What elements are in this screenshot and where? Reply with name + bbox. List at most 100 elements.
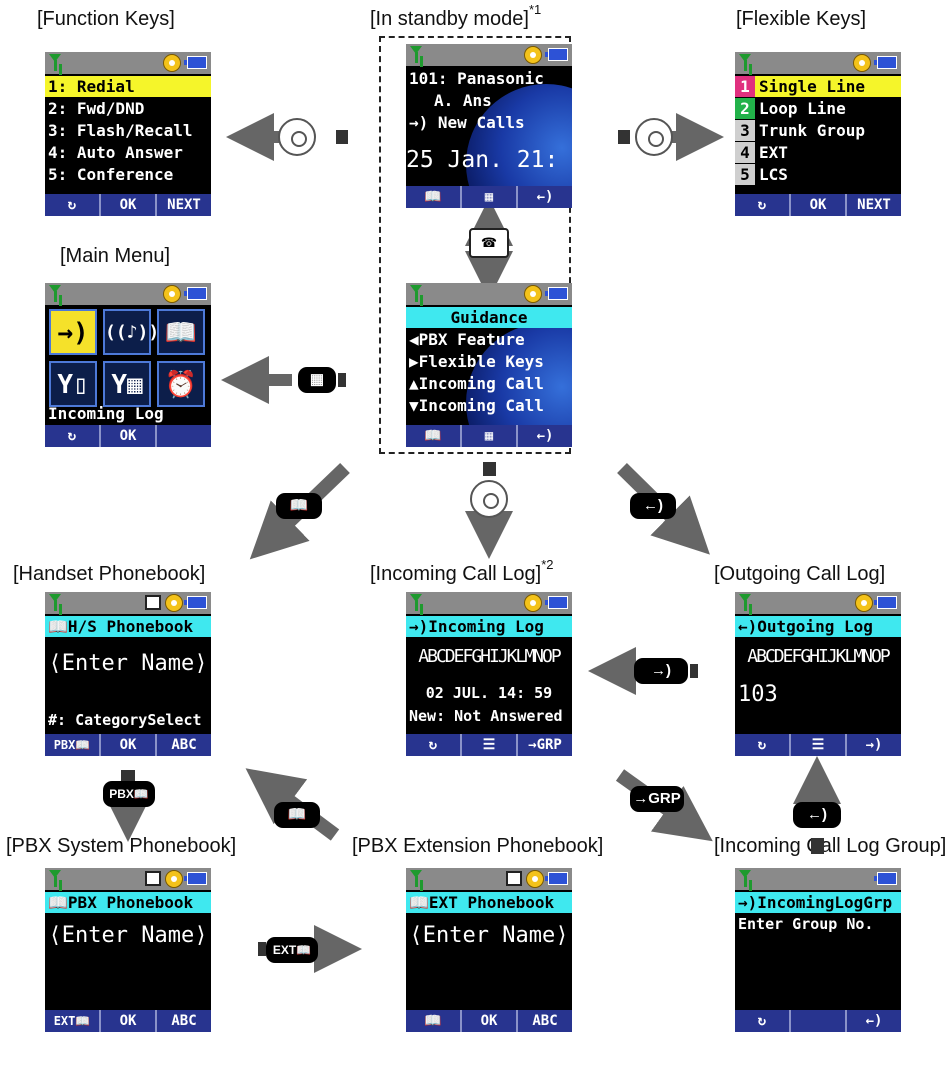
status-bar — [406, 44, 572, 66]
incoming-log-icon[interactable]: →) — [49, 309, 97, 355]
book-icon: 📖 — [48, 893, 68, 912]
list-item[interactable]: 5: Conference — [45, 164, 211, 185]
softkey-back[interactable]: ↻ — [735, 1010, 791, 1032]
guidance-key-icon: ☎ — [469, 228, 509, 258]
group-number-prompt[interactable]: Enter Group No. — [735, 914, 901, 935]
softkey-phonebook[interactable]: 📖 — [406, 186, 462, 208]
system-settings-icon[interactable]: Y▦ — [103, 361, 151, 407]
status-bar — [45, 52, 211, 74]
screen-guidance: Guidance ◀PBX Feature ▶Flexible Keys ▲In… — [406, 283, 572, 447]
arrow-tail-log-group-to-outgoing — [811, 838, 824, 854]
softkey-ok[interactable]: OK — [462, 1010, 518, 1032]
title-text: Outgoing Log — [757, 617, 873, 636]
phonebook-key-icon: 📖 — [276, 493, 322, 519]
enter-name-prompt[interactable]: ⟨Enter Name⟩ — [45, 916, 211, 956]
screen-standby: 101: Panasonic A. Ans →) New Calls 25 Ja… — [406, 44, 572, 208]
navigator-icon — [524, 594, 542, 612]
screen-title: 📖PBX Phonebook — [45, 892, 211, 913]
softkey-bar: ↻ OK NEXT — [45, 194, 211, 216]
arrow-tail-pbx-to-ext — [258, 942, 266, 956]
softkey-menu[interactable]: ☰ — [791, 734, 847, 756]
softkey-right[interactable]: NEXT — [157, 194, 211, 216]
navigator-icon — [524, 285, 542, 303]
status-bar — [406, 868, 572, 890]
list-item[interactable]: ▼Incoming Call — [406, 395, 572, 416]
list-item[interactable]: 1: Redial — [45, 76, 211, 97]
book-icon: 📖 — [409, 893, 429, 912]
status-bar — [406, 283, 572, 305]
softkey-menu[interactable]: ☰ — [462, 734, 518, 756]
softkey-left[interactable]: ↻ — [45, 425, 101, 447]
list-item[interactable]: ▲Incoming Call — [406, 373, 572, 394]
softkey-left[interactable]: ↻ — [735, 194, 791, 216]
standby-line-3: →) New Calls — [406, 112, 572, 133]
enter-name-prompt[interactable]: ⟨Enter Name⟩ — [406, 916, 572, 956]
status-bar — [45, 283, 211, 305]
softkey-pbx-phonebook[interactable]: PBX📖 — [45, 734, 101, 756]
softkey-phonebook[interactable]: 📖 — [406, 425, 462, 447]
new-calls-label: New Calls — [438, 113, 525, 132]
softkey-outgoing[interactable]: ←) — [847, 1010, 901, 1032]
list-item[interactable]: 4: Auto Answer — [45, 142, 211, 163]
incoming-icon: →) — [738, 893, 757, 912]
softkey-bar: ↻ ☰ →) — [735, 734, 901, 756]
softkey-back[interactable]: ↻ — [406, 734, 462, 756]
softkey-incoming[interactable]: →) — [847, 734, 901, 756]
softkey-menu[interactable]: ▦ — [462, 425, 518, 447]
softkey-abc[interactable]: ABC — [157, 1010, 211, 1032]
softkey-bar: ↻ ←) — [735, 1010, 901, 1032]
screen-incoming-log: →)Incoming Log ABCDEFGHIJKLMNOP 02 JUL. … — [406, 592, 572, 756]
navigator-icon — [165, 594, 183, 612]
settings-icon[interactable]: Y▯ — [49, 361, 97, 407]
softkey-back[interactable]: ↻ — [735, 734, 791, 756]
softkey-left[interactable]: ↻ — [45, 194, 101, 216]
softkey-center[interactable]: OK — [791, 194, 847, 216]
alarm-clock-icon[interactable]: ⏰ — [157, 361, 205, 407]
softkey-bar: 📖 ▦ ←) — [406, 425, 572, 447]
softkey-abc[interactable]: ABC — [518, 1010, 572, 1032]
arrow-tail-outgoing-to-incoming — [690, 664, 698, 678]
book-icon: 📖 — [48, 617, 68, 636]
status-bar — [735, 868, 901, 890]
navigator-icon — [163, 54, 181, 72]
softkey-outgoing[interactable]: ←) — [518, 186, 572, 208]
incoming-key-icon: →) — [634, 658, 688, 684]
softkey-center[interactable]: OK — [101, 425, 157, 447]
dialed-number: 103 — [735, 678, 901, 712]
signal-icon — [739, 870, 753, 887]
outgoing-key-icon: ←) — [630, 493, 676, 519]
softkey-ext-phonebook[interactable]: EXT📖 — [45, 1010, 101, 1032]
ringer-icon[interactable]: ((♪)) — [103, 309, 151, 355]
list-item[interactable]: 2: Fwd/DND — [45, 98, 211, 119]
screen-handset-phonebook: 📖H/S Phonebook ⟨Enter Name⟩ #: CategoryS… — [45, 592, 211, 756]
screen-title: →)Incoming Log — [406, 616, 572, 637]
signal-icon — [410, 594, 424, 611]
battery-icon — [187, 287, 207, 300]
list-item[interactable]: ◀PBX Feature — [406, 329, 572, 350]
softkey-menu[interactable]: ▦ — [462, 186, 518, 208]
signal-icon — [410, 285, 424, 302]
softkey-outgoing[interactable]: ←) — [518, 425, 572, 447]
softkey-bar: PBX📖 OK ABC — [45, 734, 211, 756]
enter-name-prompt[interactable]: ⟨Enter Name⟩ — [45, 644, 211, 684]
caller-name: ABCDEFGHIJKLMNOP — [735, 640, 901, 674]
phonebook-icon[interactable]: 📖 — [157, 309, 205, 355]
softkey-grp[interactable]: →GRP — [518, 734, 572, 756]
softkey-phonebook[interactable]: 📖 — [406, 1010, 462, 1032]
softkey-center[interactable]: OK — [101, 194, 157, 216]
softkey-ok[interactable]: OK — [101, 734, 157, 756]
softkey-right[interactable]: NEXT — [847, 194, 901, 216]
pbx-phonebook-key-icon: PBX📖 — [103, 781, 155, 807]
status-bar — [45, 592, 211, 614]
softkey-ok[interactable]: OK — [101, 1010, 157, 1032]
signal-icon — [49, 285, 63, 302]
list-item[interactable]: ▶Flexible Keys — [406, 351, 572, 372]
screen-outgoing-log: ←)Outgoing Log ABCDEFGHIJKLMNOP 103 ↻ ☰ … — [735, 592, 901, 756]
softkey-abc[interactable]: ABC — [157, 734, 211, 756]
list-item[interactable]: 3: Flash/Recall — [45, 120, 211, 141]
